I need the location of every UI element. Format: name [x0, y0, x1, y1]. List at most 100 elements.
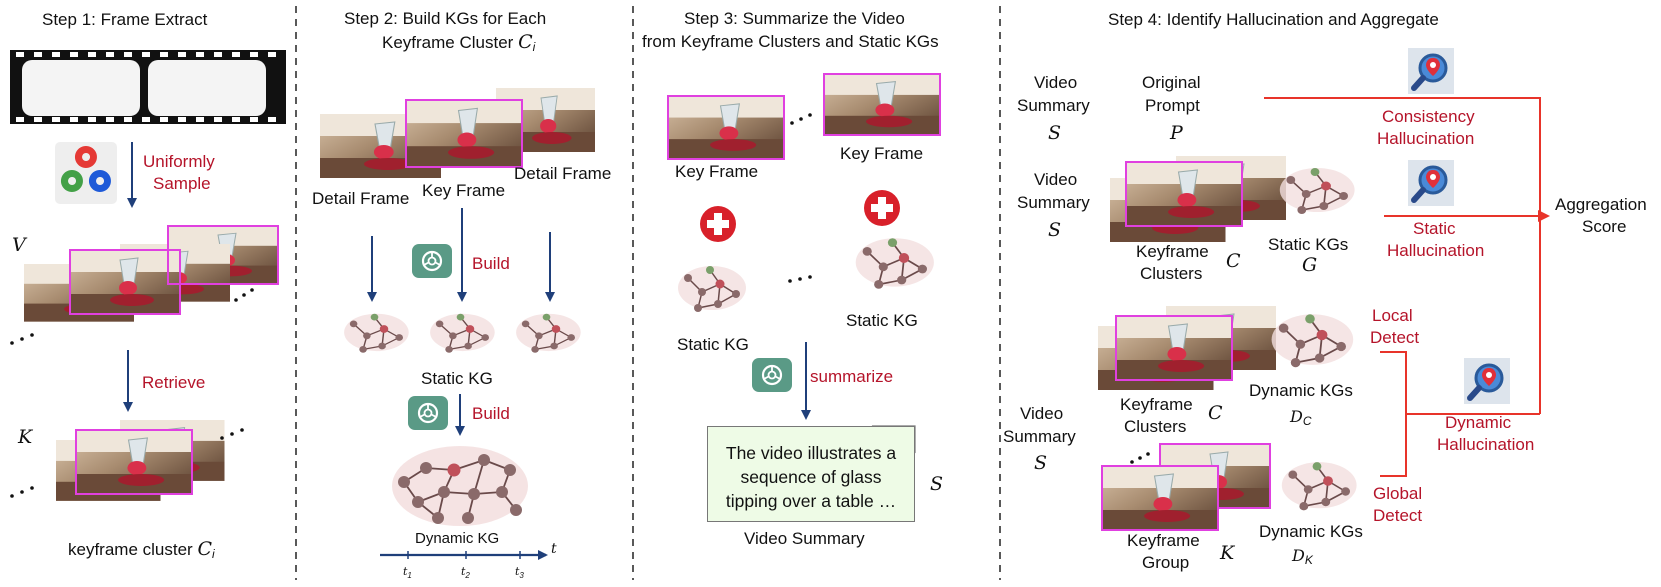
step4-frames-a [1109, 155, 1287, 243]
ellipsis-dots [10, 113, 1150, 498]
consistency-hallucination-label: Hallucination [1377, 129, 1475, 148]
symbol-s-step3: S [930, 473, 944, 495]
prompt-label: Prompt [1145, 96, 1200, 115]
video-label-2: Video [1034, 170, 1078, 189]
aggregation-label: Aggregation [1555, 195, 1647, 214]
t1-label: t1 [403, 560, 412, 587]
static-kg-right-label: Static KG [846, 311, 918, 330]
plus-icon [864, 190, 900, 226]
aggregation-lines [1264, 97, 1550, 477]
keyframe-cluster-label: keyframe cluster Ci [68, 538, 215, 565]
opencv-logo [55, 142, 117, 204]
local-detect-label: Detect [1370, 328, 1420, 347]
symbol-k: K [18, 426, 33, 448]
clusters-label-a: Clusters [1140, 264, 1203, 283]
symbol-c-a: C [1226, 250, 1241, 272]
t1-sym: t [403, 565, 408, 578]
step3-title: Step 3: Summarize the Video [684, 9, 905, 28]
key-frame-label: Key Frame [422, 181, 506, 200]
static-kg-1 [343, 312, 410, 354]
step3-title-line2: from Keyframe Clusters and Static KGs [642, 32, 939, 51]
step2-frames [319, 87, 596, 179]
static-hallucination-label: Hallucination [1387, 241, 1485, 260]
magnifier-pin-icon [1408, 48, 1454, 94]
video-label-1: Video [1034, 73, 1078, 92]
keyframe-label-c: Keyframe [1127, 531, 1200, 550]
openai-icon [410, 242, 454, 280]
step2-title: Step 2: Build KGs for Each [344, 9, 547, 28]
key-frame-left-label: Key Frame [675, 162, 759, 181]
global-label: Global [1373, 484, 1423, 503]
score-label: Score [1582, 217, 1627, 236]
symbol-s-2: S [1048, 219, 1062, 241]
summary-label-2: Summary [1017, 193, 1090, 212]
dynamic-kgs-label-c: Dynamic KGs [1249, 381, 1353, 400]
symbol-p: P [1170, 122, 1183, 144]
local-label: Local [1372, 306, 1413, 325]
plus-icon [700, 206, 736, 242]
static-kg-3 [515, 312, 582, 354]
symbol-v: V [12, 234, 26, 256]
video-summary-label: Video Summary [744, 529, 865, 548]
detail-frame-left-label: Detail Frame [312, 189, 410, 208]
symbol-dk: DK [1292, 545, 1313, 571]
t3-sub: 3 [519, 571, 524, 580]
magnifier-pin-icon [1408, 160, 1454, 206]
step1-title: Step 1: Frame Extract [42, 10, 208, 29]
frames-v [23, 225, 279, 323]
cluster-sub: i [532, 40, 536, 54]
openai-icon [406, 394, 450, 432]
frames-k [55, 419, 225, 502]
film-strip [10, 50, 286, 124]
symbol-g: G [1302, 254, 1318, 276]
group-label: Group [1142, 553, 1190, 572]
consistency-label: Consistency [1382, 107, 1475, 126]
summary-box [707, 426, 915, 522]
key-frame-right-label: Key Frame [840, 144, 924, 163]
static-kg-label: Static KG [421, 369, 493, 388]
step4-frames-c [1101, 443, 1271, 531]
t3-sym: t [515, 565, 520, 578]
static-kg-left-label: Static KG [677, 335, 749, 354]
symbol-c-b: C [1208, 402, 1223, 424]
symbol-s-1: S [1048, 122, 1062, 144]
uniformly-label: Uniformly [143, 152, 215, 171]
t2-label: t2 [461, 560, 470, 587]
detail-frame-right-label: Detail Frame [514, 164, 612, 183]
step4-frames-b [1097, 305, 1277, 391]
dk-sub: K [1304, 553, 1313, 567]
dynamic-kg-label: Dynamic KG [415, 530, 500, 547]
cluster-text: keyframe cluster [68, 540, 193, 559]
static-kg-step4 [1278, 167, 1356, 215]
clusters-label-b: Clusters [1124, 417, 1187, 436]
summary-text: The video illustrates a sequence of glas… [725, 443, 897, 511]
magnifier-pin-icon [1464, 358, 1510, 404]
dc-sub: C [1302, 414, 1312, 428]
dc-sym: D [1290, 407, 1303, 426]
summary-label-1: Summary [1017, 96, 1090, 115]
build-label-2: Build [472, 404, 510, 423]
openai-icon [750, 356, 794, 394]
dynamic-kg-graph [392, 446, 528, 526]
retrieve-label: Retrieve [142, 373, 206, 392]
dynamic-kg-c [1270, 313, 1355, 369]
step3-frames [667, 73, 941, 160]
static-label: Static [1413, 219, 1456, 238]
static-kg-2 [429, 312, 496, 354]
t3-label: t3 [515, 560, 524, 587]
summary-label-3: Summary [1003, 427, 1076, 446]
t1-sub: 1 [407, 571, 412, 580]
summarize-label: summarize [810, 367, 894, 386]
dynamic-kg-k [1280, 461, 1358, 512]
symbol-s-3: S [1034, 452, 1048, 474]
time-axis [380, 550, 548, 560]
build-label-1: Build [472, 254, 510, 273]
step4-title: Step 4: Identify Hallucination and Aggre… [1108, 10, 1439, 29]
cluster-sym: C [197, 538, 212, 560]
keyframe-label-a: Keyframe [1136, 242, 1209, 261]
t-label: t [551, 541, 557, 557]
static-kgs-label: Static KGs [1268, 235, 1349, 254]
dynamic-label: Dynamic [1445, 413, 1512, 432]
t2-sym: t [461, 565, 466, 578]
